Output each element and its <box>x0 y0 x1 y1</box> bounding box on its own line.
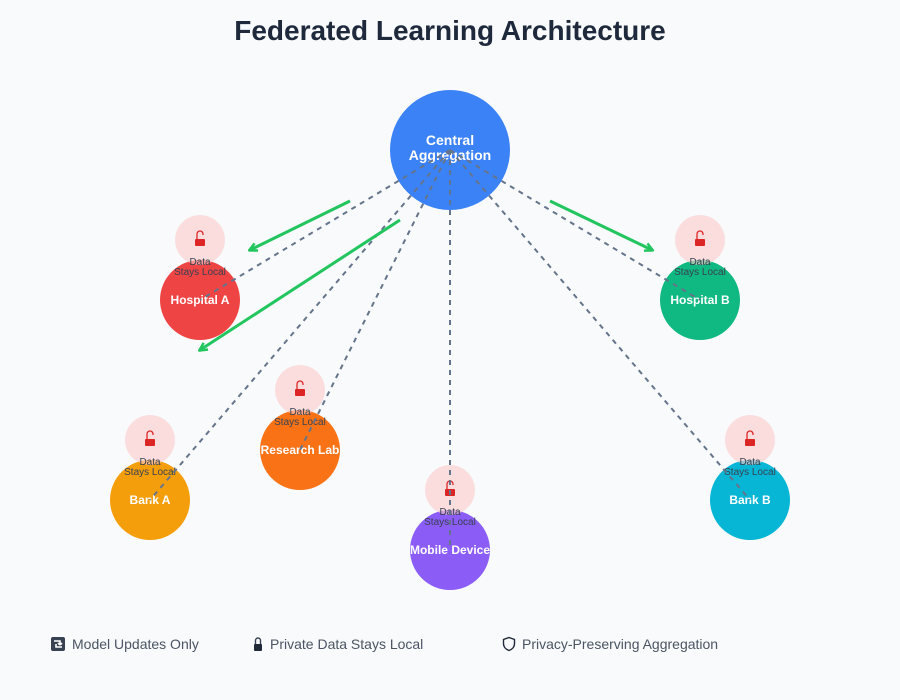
legend-item-private-data: Private Data Stays Local <box>252 636 423 652</box>
update-arrow-hospital-a <box>250 199 351 250</box>
legend-label: Model Updates Only <box>72 636 199 652</box>
update-arrow-bank-a <box>200 218 401 350</box>
privacy-text-line2: Stays Local <box>724 467 776 478</box>
central-node-label-line1: Central <box>426 132 474 148</box>
connection-line-hospital-b <box>449 149 701 301</box>
unlocked-padlock-icon <box>145 430 155 446</box>
unlocked-padlock-icon <box>745 430 755 446</box>
connection-line-bank-a <box>149 149 451 501</box>
privacy-text-line2: Stays Local <box>674 267 726 278</box>
privacy-text-line2: Stays Local <box>174 267 226 278</box>
legend: Model Updates Only Private Data Stays Lo… <box>0 636 900 656</box>
model-update-arrows <box>200 199 652 350</box>
connection-lines <box>149 149 751 550</box>
node-circle <box>260 410 340 490</box>
privacy-text-line2: Stays Local <box>274 417 326 428</box>
connection-line-research-lab <box>299 149 451 451</box>
legend-label: Privacy-Preserving Aggregation <box>522 636 719 652</box>
diagram-title: Federated Learning Architecture <box>234 15 666 46</box>
node-circle <box>410 510 490 590</box>
update-arrow-hospital-b <box>549 199 652 250</box>
node-label: Bank B <box>729 493 771 507</box>
node-label: Mobile Device <box>410 543 490 557</box>
sync-arrows-icon <box>51 637 65 651</box>
privacy-text-line2: Stays Local <box>124 467 176 478</box>
privacy-text-line1: Data <box>189 257 211 268</box>
privacy-text-line1: Data <box>289 407 311 418</box>
unlocked-padlock-icon <box>695 230 705 246</box>
node-mobile-device: Mobile Device <box>410 510 490 590</box>
node-research-lab: Research Lab <box>260 410 340 490</box>
connection-line-bank-b <box>449 149 751 501</box>
unlocked-padlock-icon <box>195 230 205 246</box>
unlocked-padlock-icon <box>295 380 305 396</box>
privacy-text-line1: Data <box>739 457 761 468</box>
privacy-text-line1: Data <box>689 257 711 268</box>
connection-line-hospital-a <box>199 149 451 301</box>
privacy-text-line1: Data <box>139 457 161 468</box>
shield-icon <box>502 636 516 652</box>
node-label: Hospital B <box>670 293 730 307</box>
node-label: Research Lab <box>261 443 340 457</box>
legend-label: Private Data Stays Local <box>270 636 424 652</box>
legend-item-model-updates: Model Updates Only <box>50 636 199 652</box>
padlock-icon <box>254 637 262 651</box>
legend-item-privacy-aggregation: Privacy-Preserving Aggregation <box>502 636 718 652</box>
